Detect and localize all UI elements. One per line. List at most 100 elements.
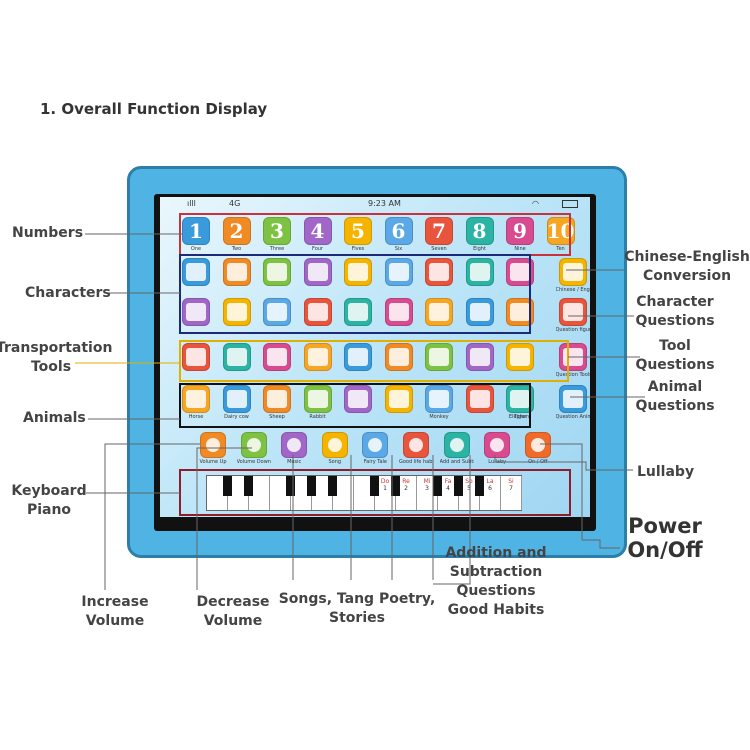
number-caption: Nine [514,246,526,252]
transport-key[interactable] [425,343,453,371]
label-songs-poetry-stories: Songs, Tang Poetry, Stories [278,591,436,626]
animal-key[interactable] [303,385,332,413]
character-key[interactable] [465,258,494,286]
character-key[interactable] [425,258,453,286]
transport-key[interactable] [263,343,291,371]
wifi-icon: ◠ [532,199,539,208]
character-key[interactable] [263,258,291,286]
piano-black-key[interactable] [223,476,232,496]
animal-key[interactable] [222,385,251,413]
picture-icon [186,263,206,281]
label-power: Power On/Off [627,514,703,562]
piano-black-key[interactable] [475,476,484,496]
character-key[interactable] [222,298,251,326]
character-key[interactable] [384,258,413,286]
number-key-8[interactable]: 8 [465,217,494,245]
character-key[interactable] [182,298,210,326]
character-key[interactable] [344,258,372,286]
control-key[interactable] [281,432,308,458]
control-icon [449,438,464,452]
piano-black-key[interactable] [307,476,316,496]
number-key-3[interactable]: 3 [263,217,291,245]
number-caption: Fives [351,246,365,252]
piano-black-key[interactable] [454,476,463,496]
number-key-9[interactable]: 9 [506,217,534,245]
animal-key[interactable] [344,385,372,413]
character-key[interactable] [303,298,332,326]
character-key[interactable] [182,258,210,286]
animal-key[interactable] [465,385,494,413]
picture-icon [388,348,409,366]
number-key-6[interactable]: 6 [384,217,413,245]
number-key-1[interactable]: 1 [182,217,210,245]
character-key[interactable] [303,258,332,286]
picture-icon [226,390,247,408]
picture-icon [226,348,247,366]
animal-key[interactable] [425,385,453,413]
transport-key[interactable] [222,343,251,371]
picture-icon [429,303,449,321]
number-key-7[interactable]: 7 [425,217,453,245]
note-label: Re [402,478,410,485]
control-key[interactable] [403,432,429,458]
piano-black-key[interactable] [286,476,295,496]
picture-icon [267,348,287,366]
control-caption: Song [328,459,342,465]
animal-key[interactable] [384,385,413,413]
control-key[interactable] [443,432,470,458]
character-key[interactable] [384,298,413,326]
label-numbers: Numbers [12,225,84,241]
animal-key[interactable] [263,385,291,413]
transport-key[interactable] [303,343,332,371]
picture-icon [510,263,530,281]
chinese-english-conversion-key[interactable] [558,258,587,286]
transport-key[interactable] [384,343,413,371]
number-caption: Six [394,246,403,252]
note-number: 7 [509,485,513,492]
control-key[interactable] [321,432,348,458]
transport-key[interactable] [465,343,494,371]
character-key[interactable] [465,298,494,326]
piano-black-key[interactable] [328,476,337,496]
piano-white-key[interactable] [333,476,354,510]
transport-key[interactable] [344,343,372,371]
piano-black-key[interactable] [370,476,379,496]
label-animals: Animals [23,410,86,426]
control-caption: Fairy Tale [363,459,387,465]
animal-questions-key[interactable] [558,385,587,413]
character-key[interactable] [263,298,291,326]
number-key-2[interactable]: 2 [222,217,251,245]
animals-frame [179,383,531,428]
control-key[interactable] [362,432,389,458]
piano-black-key[interactable] [433,476,442,496]
piano-white-key[interactable] [249,476,270,510]
control-key[interactable] [524,432,551,458]
picture-icon [267,303,287,321]
picture-icon [348,263,368,281]
note-number: 6 [488,485,492,492]
control-key[interactable] [484,432,511,458]
label-lullaby: Lullaby [637,464,695,480]
transport-key[interactable] [182,343,210,371]
note-label: Si [508,478,514,485]
number-key-4[interactable]: 4 [303,217,332,245]
transport-key[interactable] [506,343,534,371]
character-key[interactable] [222,258,251,286]
number-key-5[interactable]: 5 [344,217,372,245]
character-key[interactable] [425,298,453,326]
question-icon [562,263,583,281]
character-key[interactable] [344,298,372,326]
piano-black-key[interactable] [244,476,253,496]
picture-icon [307,390,328,408]
control-key[interactable] [240,432,267,458]
animal-caption: Elephant [508,414,532,420]
picture-icon [429,263,449,281]
animal-key[interactable] [182,385,210,413]
piano-black-key[interactable] [391,476,400,496]
